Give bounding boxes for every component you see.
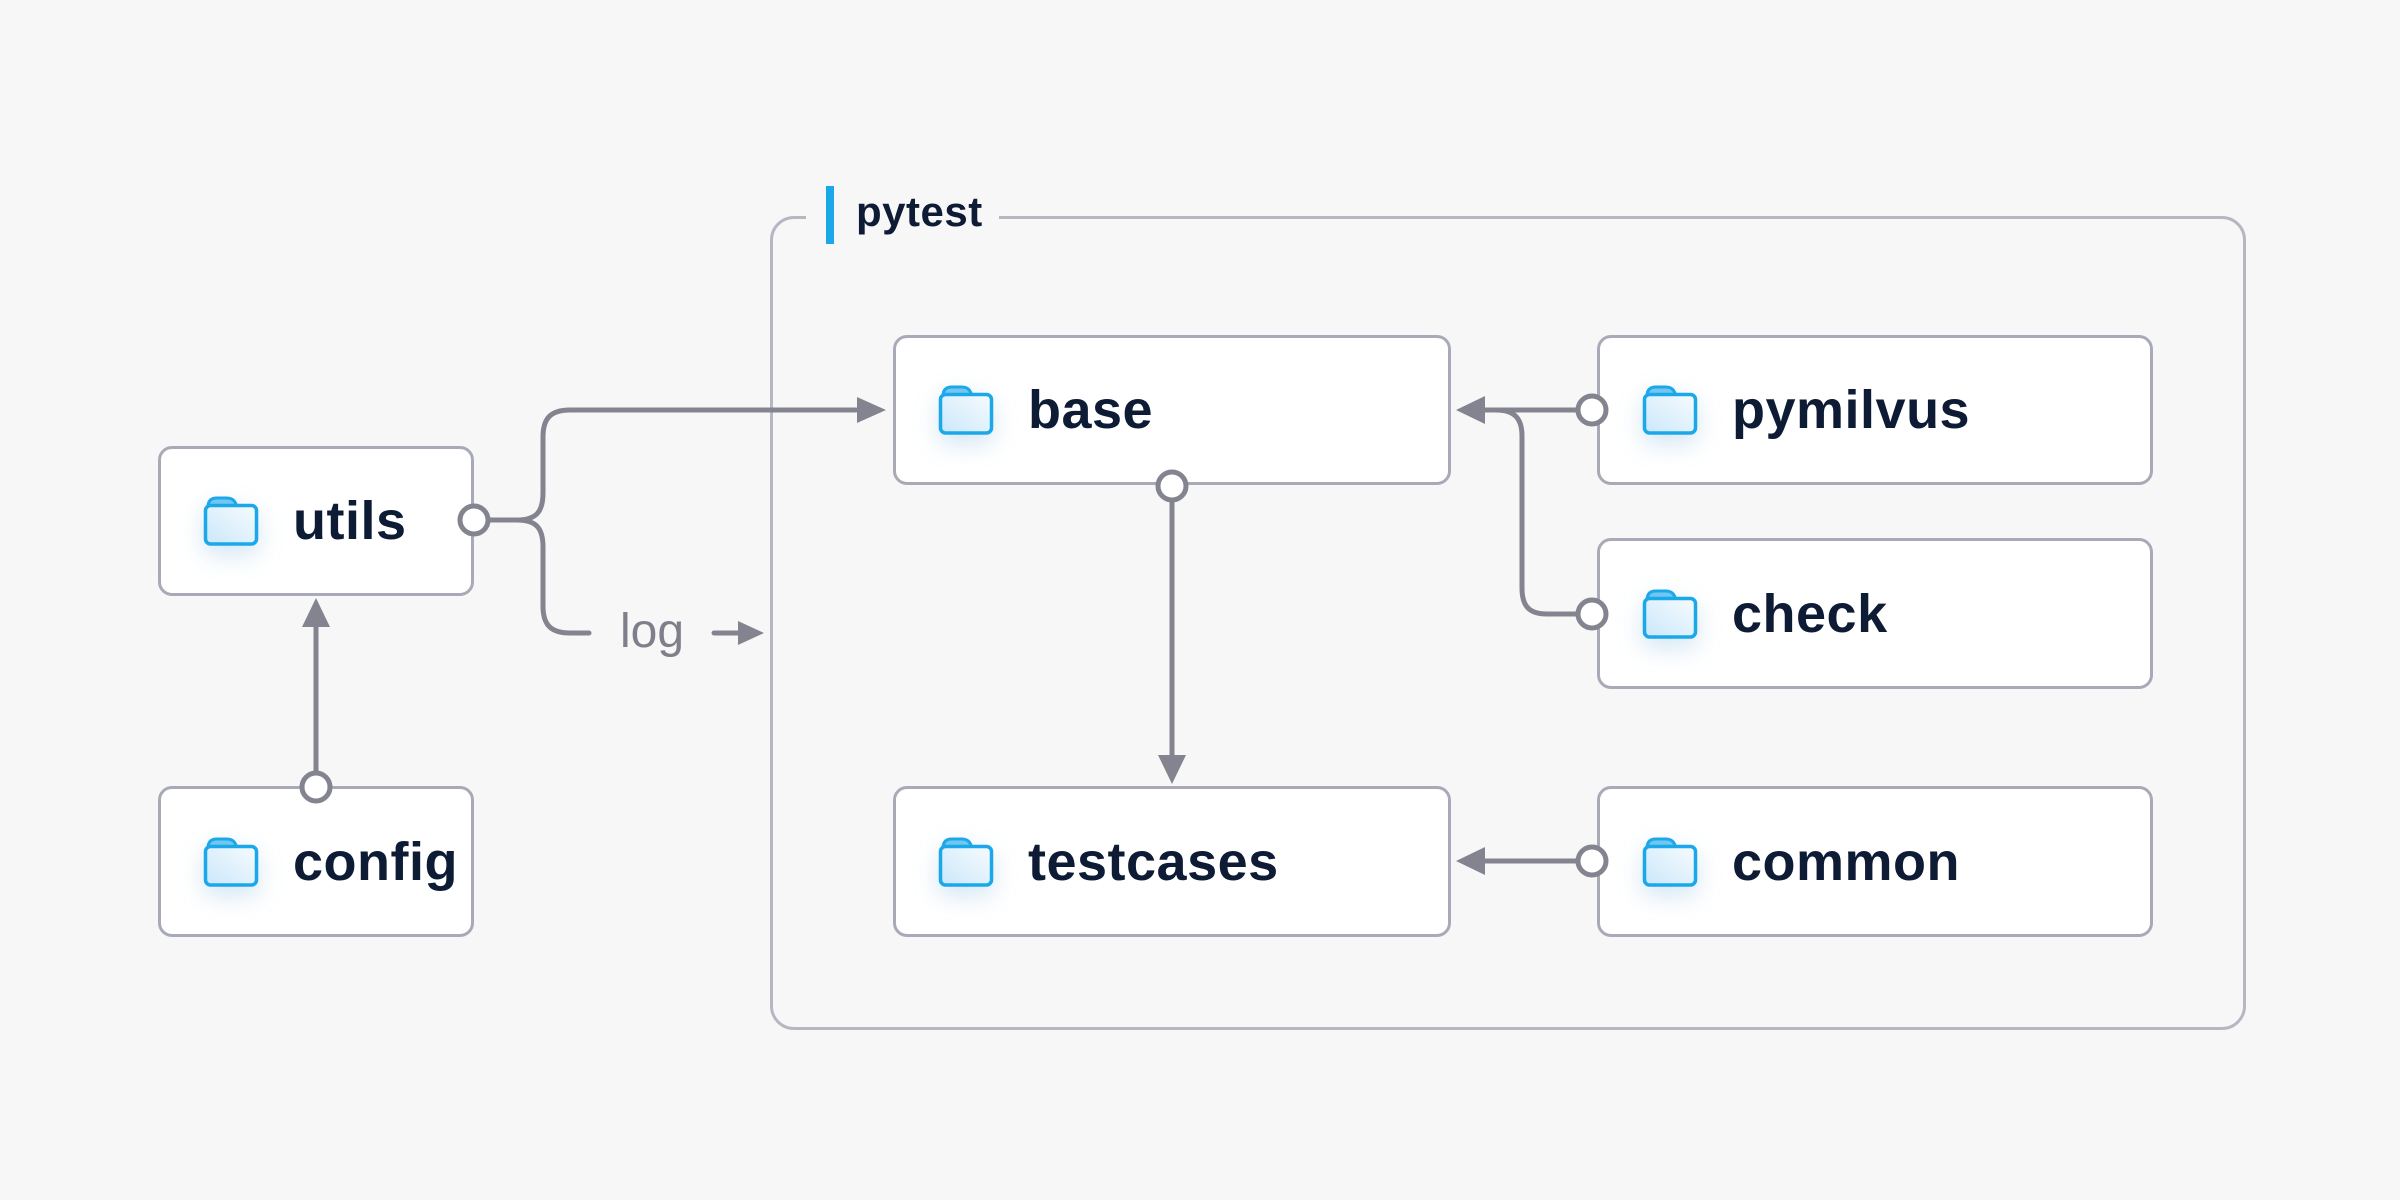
folder-icon bbox=[938, 837, 994, 887]
node-utils: utils bbox=[158, 446, 474, 596]
node-common: common bbox=[1597, 786, 2153, 937]
folder-icon bbox=[203, 496, 259, 546]
node-label: check bbox=[1732, 583, 1888, 644]
node-label: testcases bbox=[1028, 831, 1279, 892]
group-pytest bbox=[770, 216, 2246, 1030]
folder-icon bbox=[1642, 385, 1698, 435]
node-label: config bbox=[293, 831, 458, 892]
folder-icon bbox=[1642, 589, 1698, 639]
node-label: common bbox=[1732, 831, 1961, 892]
accent-bar bbox=[826, 186, 834, 244]
group-pytest-label: pytest bbox=[806, 183, 999, 247]
node-check: check bbox=[1597, 538, 2153, 689]
node-label: utils bbox=[293, 491, 407, 551]
node-testcases: testcases bbox=[893, 786, 1451, 937]
folder-icon bbox=[938, 385, 994, 435]
node-label: pymilvus bbox=[1732, 380, 1971, 440]
node-label: base bbox=[1028, 380, 1154, 440]
group-title: pytest bbox=[856, 188, 983, 235]
folder-icon bbox=[203, 837, 259, 887]
folder-icon bbox=[1642, 837, 1698, 887]
node-pymilvus: pymilvus bbox=[1597, 335, 2153, 485]
node-base: base bbox=[893, 335, 1451, 485]
node-config: config bbox=[158, 786, 474, 937]
edge-label-log: log bbox=[619, 605, 685, 658]
edge-config-utils bbox=[299, 598, 333, 804]
edge-utils-log bbox=[711, 621, 764, 645]
